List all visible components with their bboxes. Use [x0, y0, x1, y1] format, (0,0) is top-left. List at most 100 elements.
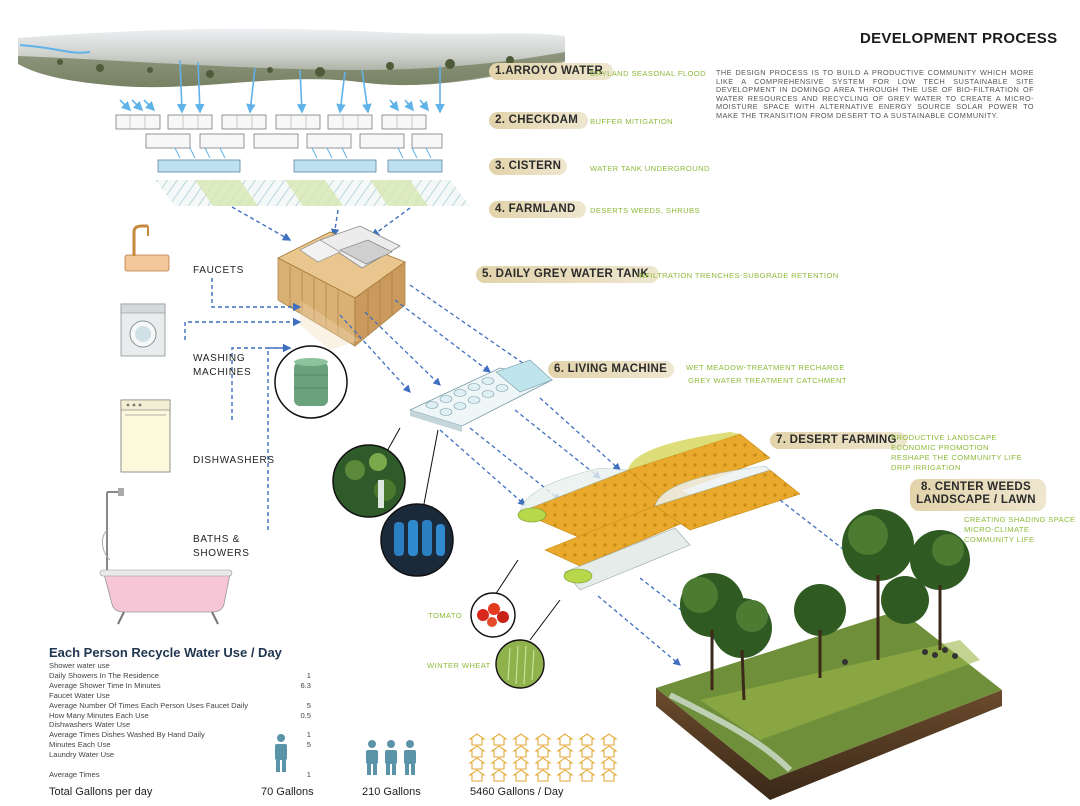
baths-showers-label-2: SHOWERS [193, 548, 250, 559]
total-gallons-label: Total Gallons per day [49, 786, 153, 798]
dishwashers-label: DISHWASHERS [193, 455, 275, 466]
house-icon [468, 745, 486, 758]
house-icon [600, 769, 618, 782]
step-8-label-line1: 8. CENTER WEEDS [921, 481, 1031, 493]
step-6-note-1: WET MEADOW-TREATMENT RECHARGE [686, 363, 845, 372]
stats-row-value: 0.5 [300, 710, 311, 720]
person-icon [385, 740, 397, 775]
dishwasher-icon [120, 399, 171, 473]
house-icon [468, 733, 486, 746]
stats-row: Average Number Of Times Each Person Uses… [49, 701, 311, 711]
person-icons [275, 734, 416, 775]
filter-tanks-thumbnail [380, 503, 454, 577]
tomato-label: TOMATO [428, 611, 463, 620]
stats-row: Average Times Dishes Washed By Hand Dail… [49, 730, 311, 740]
stats-row-label: Dishwashers Water Use [49, 720, 131, 730]
step-4-note: DESERTS WEEDS, SHRUBS [590, 206, 700, 215]
house-icon [468, 769, 486, 782]
house-icon [556, 733, 574, 746]
stats-row: Laundry Water Use [49, 750, 311, 760]
stats-row-value: 5 [306, 740, 311, 750]
faucets-label: FAUCETS [193, 265, 245, 276]
house-model [277, 225, 406, 350]
step-7-note-4: DRIP IRRIGATION [891, 463, 961, 472]
step-5-note: INFILTRATION TRENCHES-SUBGRADE RETENTION [637, 271, 839, 280]
greenhouse-rows [517, 432, 801, 591]
checkdam-blocks [115, 114, 443, 149]
bathtub-shower-icon [99, 488, 233, 625]
farmland-strip [155, 180, 470, 206]
intro-paragraph: The design process is to build a product… [716, 68, 1034, 120]
house-icon [490, 745, 508, 758]
stats-row: How Many Minutes Each Use 0.5 [49, 711, 311, 721]
baths-showers-label-1: BATHS & [193, 534, 240, 545]
stats-row: Shower water use [49, 661, 311, 671]
page-title: DEVELOPMENT PROCESS [860, 30, 1058, 47]
washing-machine-icon [120, 303, 166, 357]
step-7-note-1: PRODUCTIVE LANDSCAPE [891, 433, 997, 442]
stats-row-value: 1 [306, 769, 311, 779]
stats-row-label: Shower water use [49, 661, 110, 670]
stats-row: Daily Showers In The Residence 1 [49, 671, 311, 681]
stats-title: Each Person Recycle Water Use / Day [49, 645, 282, 660]
stats-row-label: How Many Minutes Each Use [49, 710, 149, 720]
house-icon [534, 769, 552, 782]
stats-row: Dishwashers Water Use [49, 720, 311, 730]
community-lawn-model [656, 509, 1002, 800]
house-icon [556, 745, 574, 758]
step-2-note: BUFFER MITIGATION [590, 117, 674, 126]
house-icon [512, 769, 530, 782]
stats-row-value: 1 [306, 670, 311, 680]
stats-row-label: Average Number Of Times Each Person Uses… [49, 700, 249, 710]
house-icon [556, 769, 574, 782]
step-8-note-1: CREATING SHADING SPACE [964, 515, 1076, 524]
step-5-label: 5. DAILY GREY WATER TANK [476, 266, 659, 283]
step-6-note-2: GREY WATER TREATMENT CATCHMENT [688, 376, 847, 385]
stats-row-label: Average Shower Time In Minutes [49, 680, 161, 690]
stats-row-label: Average Times Dishes Washed By Hand Dail… [49, 730, 205, 740]
house-icon [468, 757, 486, 770]
house-icons [468, 733, 618, 782]
stats-row: Average Shower Time In Minutes 6.3 [49, 681, 311, 691]
water-tank-thumbnail [274, 345, 348, 419]
house-icon [600, 757, 618, 770]
house-icon [556, 757, 574, 770]
house-icon [534, 733, 552, 746]
person-icon [366, 740, 378, 775]
stats-row-value: 5 [306, 700, 311, 710]
step-7-note-3: RESHAPE THE COMMUNITY LIFE [891, 453, 1022, 462]
person-icon [404, 740, 416, 775]
house-icon [578, 733, 596, 746]
house-icon [578, 757, 596, 770]
living-machine-model [408, 359, 554, 432]
stats-row-label: Faucet Water Use [49, 690, 110, 700]
house-icon [490, 769, 508, 782]
flood-arrows [119, 59, 445, 114]
step-1-label: 1.ARROYO WATER [489, 63, 614, 80]
house-icon [534, 757, 552, 770]
stats-row-value: 6.3 [300, 680, 311, 690]
house-icon [512, 733, 530, 746]
cistern-tanks [157, 159, 443, 173]
step-3-note: WATER TANK UNDERGROUND [590, 164, 710, 173]
stats-row: Minutes Each Use 5 [49, 740, 311, 750]
step-4-label: 4. FARMLAND [489, 201, 586, 218]
plant-photo-thumbnail [332, 444, 406, 518]
stats-row-label: Daily Showers In The Residence [49, 670, 160, 680]
tomato-thumbnail [470, 592, 516, 638]
stats-row-label: Minutes Each Use [49, 740, 111, 750]
washing-machines-label-1: WASHING [193, 353, 246, 364]
faucet-sink-icon [124, 224, 170, 272]
stats-row [49, 760, 311, 770]
stats-row: Faucet Water Use [49, 691, 311, 701]
house-icon [534, 745, 552, 758]
house-icon [600, 745, 618, 758]
step-7-label: 7. DESERT FARMING [770, 432, 907, 449]
winter-wheat-label: WINTER WHEAT [427, 661, 491, 670]
house-icon [490, 733, 508, 746]
step-8-label-line2: LANDSCAPE / LAWN [916, 494, 1036, 506]
step-6-label: 6. LIVING MACHINE [548, 361, 674, 378]
total-1-person: 70 Gallons [261, 786, 314, 798]
